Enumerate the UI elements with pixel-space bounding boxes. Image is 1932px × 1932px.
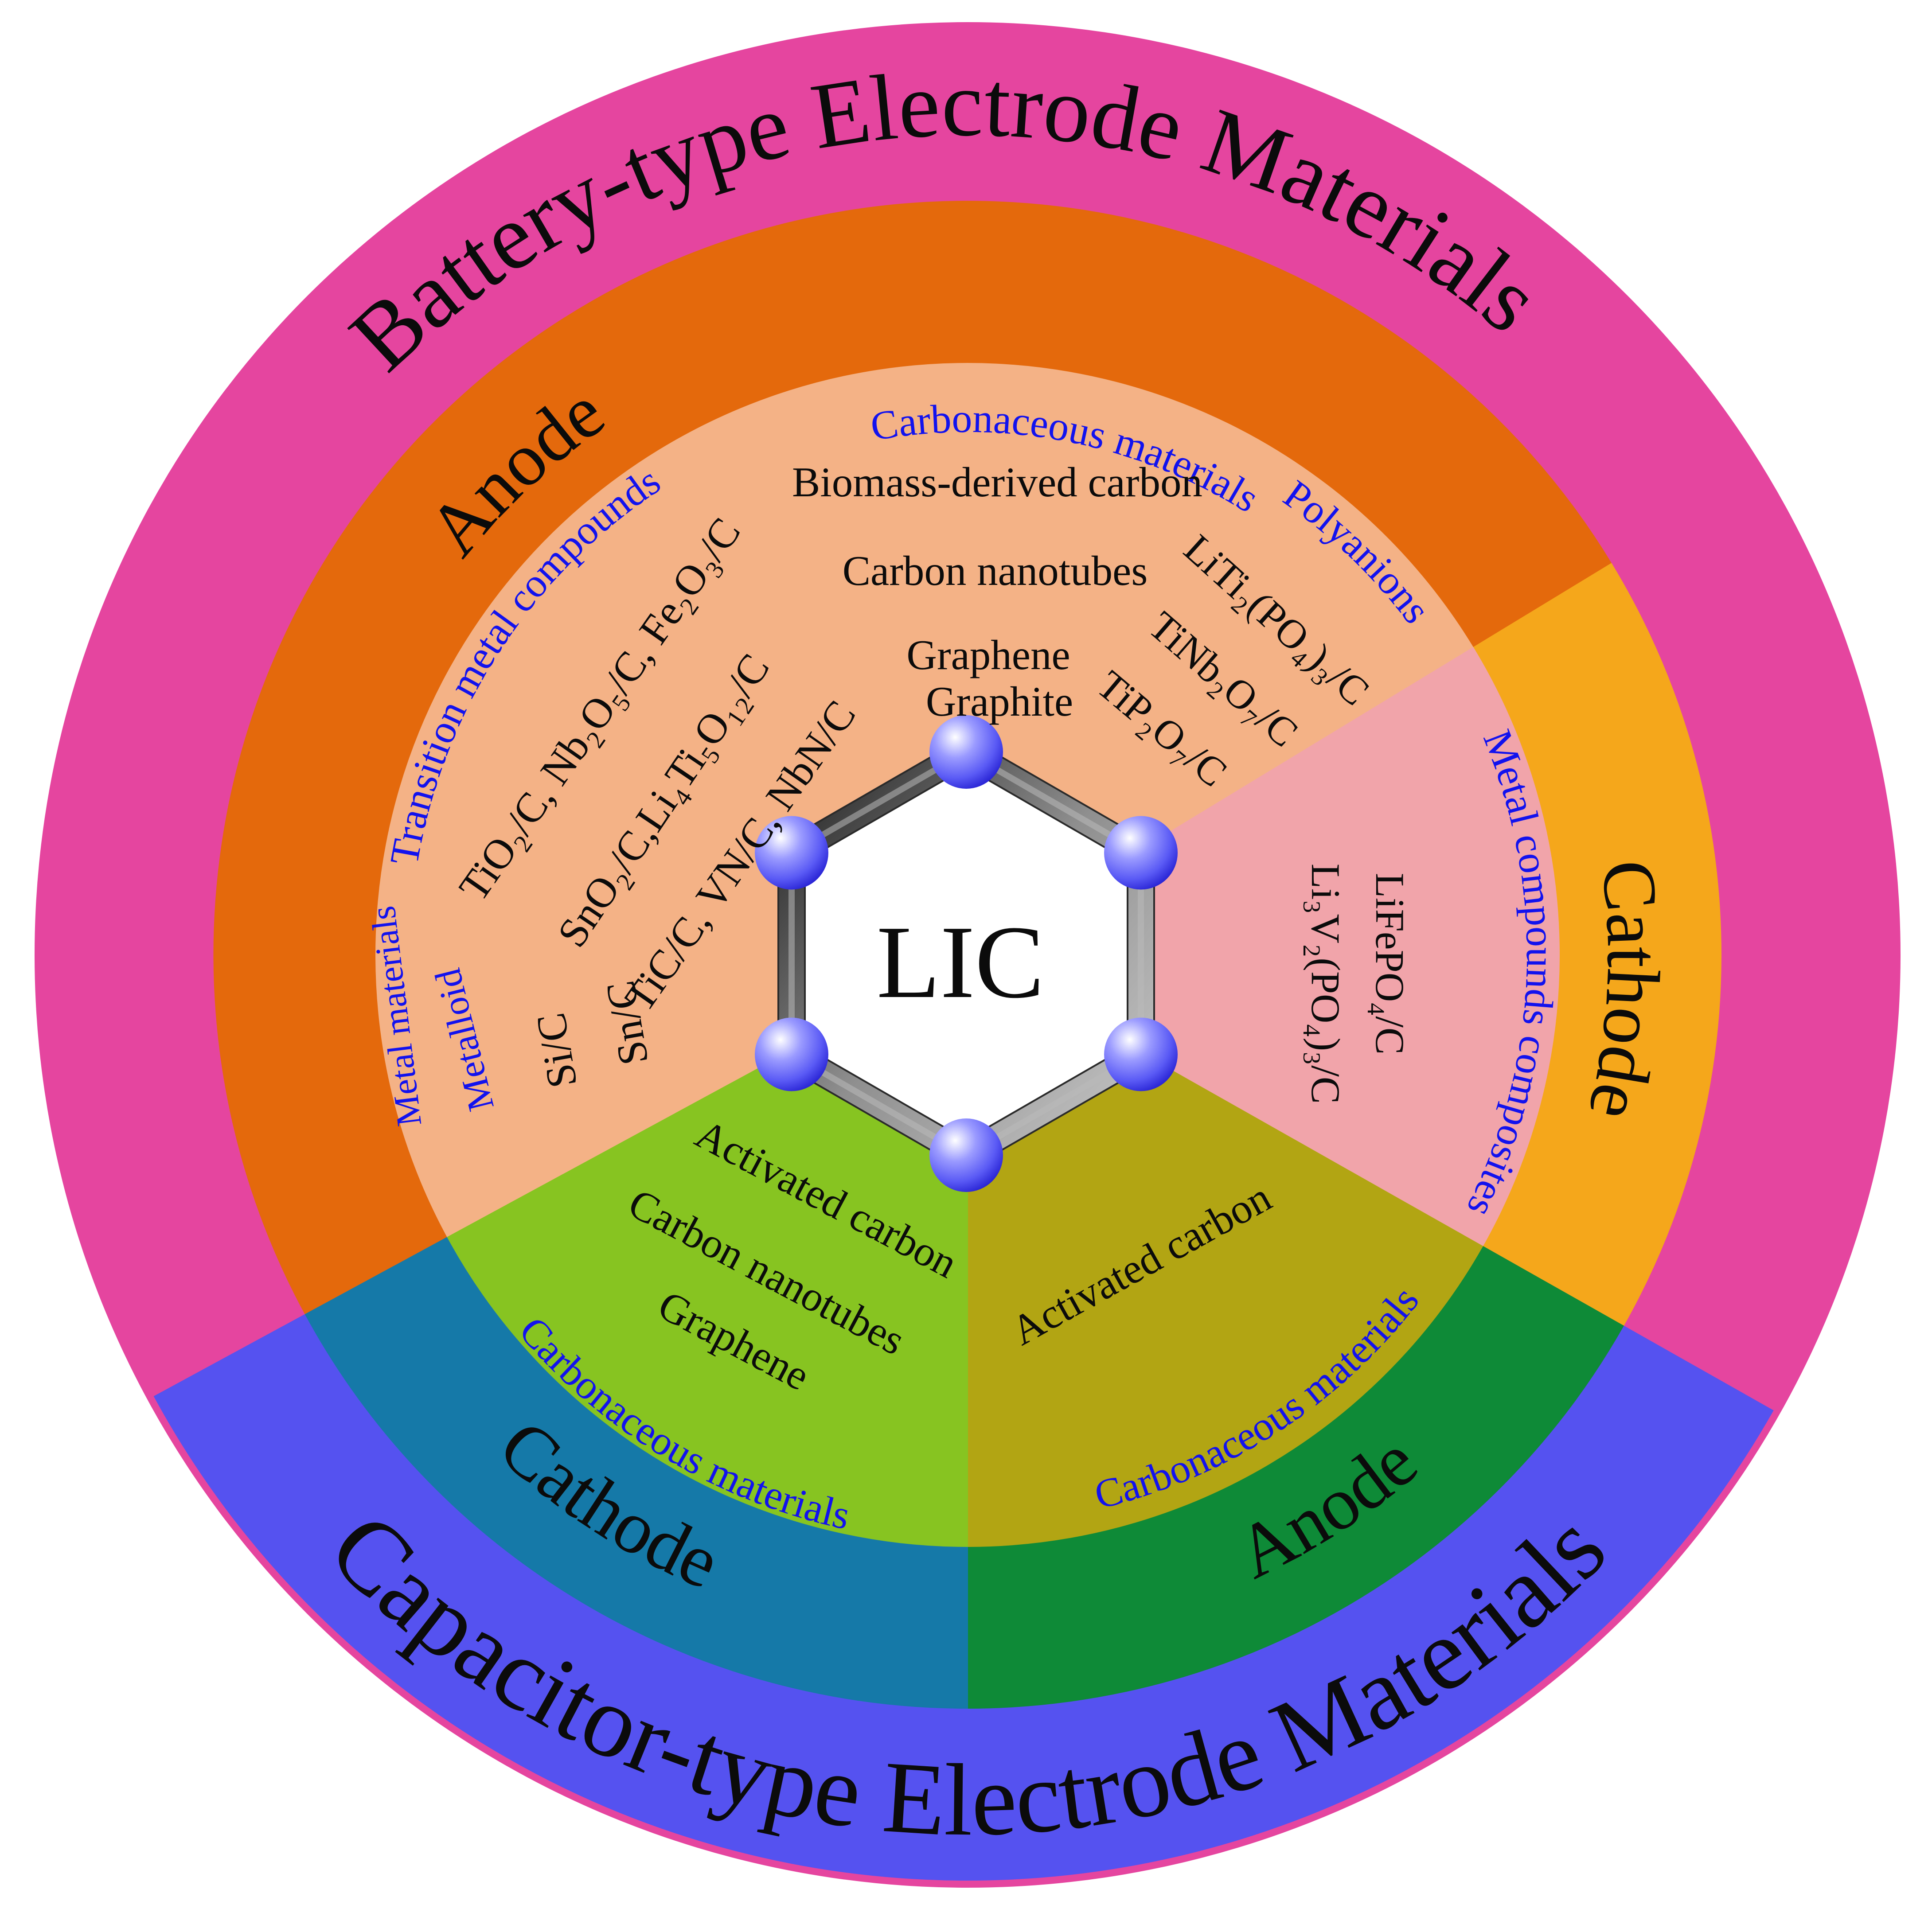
carbon-atom-sphere-1 (1104, 816, 1178, 890)
sector-capacitor-cathode-materials (447, 954, 968, 1547)
material-carbon-nanotubes-battery: Carbon nanotubes (843, 547, 1148, 594)
material-graphene-battery: Graphene (906, 631, 1070, 678)
carbon-atom-sphere-5 (754, 816, 828, 890)
center-lic-label: LIC (877, 904, 1045, 1020)
sector-battery-cathode-materials (967, 647, 1560, 1247)
carbon-atom-sphere-0 (929, 715, 1003, 789)
carbon-atom-sphere-4 (754, 1017, 828, 1091)
material-li3v2po43-c: Li₃V₂(PO₄)₃/C (1303, 864, 1348, 1104)
material-lifepo4-c: LiFePO₄/C (1367, 873, 1413, 1055)
sector-capacitor-anode-materials (967, 954, 1483, 1547)
material-biomass-derived-carbon: Biomass-derived carbon (792, 459, 1202, 506)
material-graphite: Graphite (926, 678, 1073, 725)
center-hexagon (754, 715, 1178, 1192)
carbon-atom-sphere-2 (1104, 1017, 1178, 1091)
carbon-atom-sphere-3 (929, 1118, 1003, 1192)
